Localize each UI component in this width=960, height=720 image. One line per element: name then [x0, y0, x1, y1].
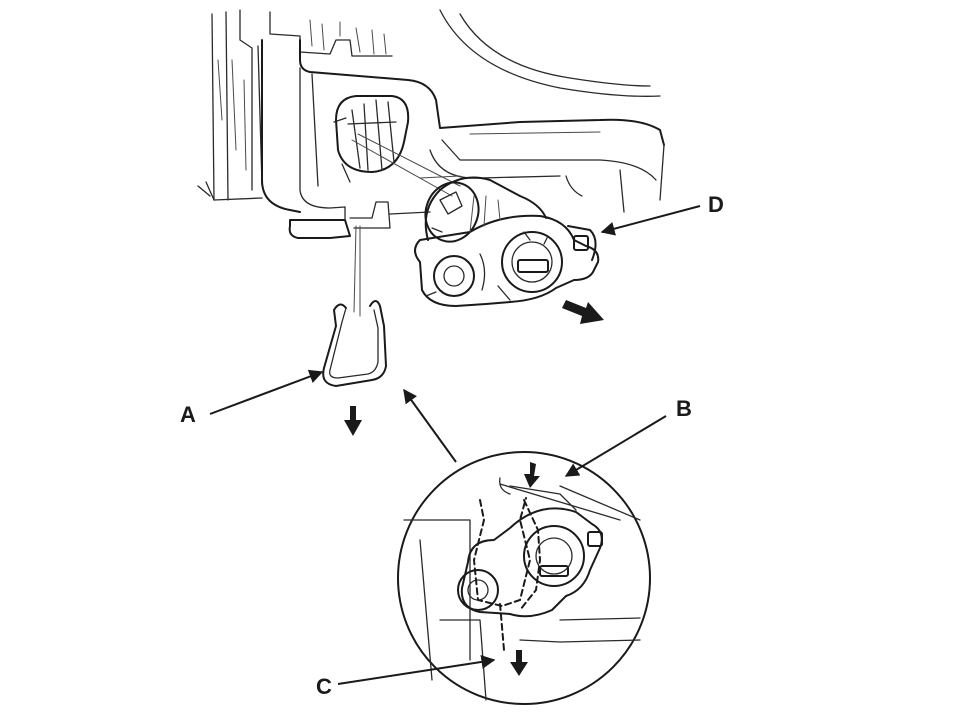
leader-c: [337, 654, 496, 685]
callout-b-label: B: [676, 396, 692, 421]
door-lock-cylinder: [414, 176, 600, 307]
alignment-lines: [351, 133, 461, 317]
callout-a-label: A: [180, 402, 196, 427]
leader-a: [209, 369, 324, 415]
leader-b: [564, 415, 667, 477]
callout-c-label: C: [316, 674, 332, 699]
leader-d: [600, 205, 701, 236]
detail-reference-arrow: [403, 388, 457, 463]
clip-removal-arrow: [344, 406, 362, 436]
leader-lines: [209, 205, 701, 685]
door-inner-panel: [197, 9, 665, 239]
retaining-clip: [322, 300, 387, 387]
lock-mounting-hole: [333, 95, 410, 183]
pull-direction-arrow: [562, 300, 604, 324]
callout-d-label: D: [708, 192, 724, 217]
detail-view-circle: [397, 451, 651, 705]
